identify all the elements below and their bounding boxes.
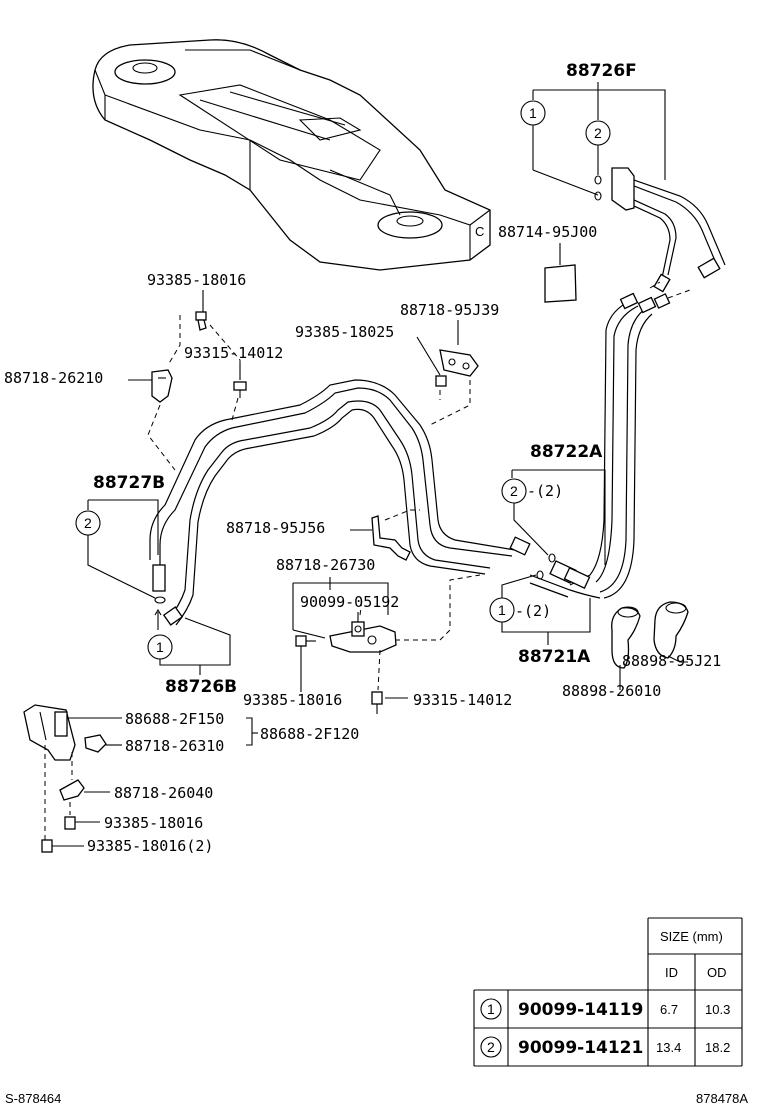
table-row-part: 90099-14119 (518, 1000, 643, 1020)
svg-text:2: 2 (594, 125, 602, 141)
bolt-93385-18016-b2 (41, 839, 53, 853)
ref-circle-1-left: 1 (147, 634, 173, 660)
bolt-93385-18016-mid (295, 635, 316, 647)
label-93315-14012-top: 93315-14012 (184, 344, 283, 362)
label-93385-18016-b2: 93385-18016(2) (87, 837, 213, 855)
label-93315-14012-bot: 93315-14012 (413, 691, 512, 709)
clamp-88718-26210 (151, 369, 173, 403)
footer-left-code: S-878464 (5, 1091, 61, 1106)
clamp-88718-26730 (329, 621, 397, 653)
table-row-od: 18.2 (705, 1040, 730, 1055)
label-88718-26040: 88718-26040 (114, 784, 213, 802)
ref-circle-2-mid: 2 (501, 478, 527, 504)
label-88718-26210: 88718-26210 (4, 369, 103, 387)
label-93385-18016-mid: 93385-18016 (243, 691, 342, 709)
label-88688-2F150: 88688-2F150 (125, 710, 224, 728)
table-row-ref: 1 (487, 1001, 495, 1017)
clamp-88718-95J39 (439, 349, 479, 377)
label-88718-95J56: 88718-95J56 (226, 519, 325, 537)
fuel-tank: C (92, 39, 491, 271)
label-88726F: 88726F (566, 61, 637, 81)
fuel-pipes-right (569, 281, 691, 599)
label-90099-05192: 90099-05192 (300, 593, 399, 611)
label-88898-26010: 88898-26010 (562, 682, 661, 700)
ref-circle-1-mid: 1 (489, 597, 515, 623)
label-88718-26310: 88718-26310 (125, 737, 224, 755)
qty-2-lower: -(2) (515, 602, 551, 620)
ref-circle-2-top: 2 (585, 120, 611, 146)
table-row: 1 90099-14119 6.7 10.3 (480, 998, 730, 1020)
table-row-part: 90099-14121 (518, 1038, 643, 1058)
table-col-od: OD (707, 965, 727, 980)
svg-text:1: 1 (498, 602, 506, 618)
ref-circle-2-left: 2 (75, 510, 101, 536)
connector-block (611, 167, 635, 211)
svg-text:1: 1 (529, 105, 537, 121)
label-88721A: 88721A (518, 647, 591, 667)
qty-2-upper: -(2) (527, 482, 563, 500)
clip-88718-26310 (84, 734, 107, 753)
svg-text:1: 1 (156, 639, 164, 655)
clip-88718-26040 (59, 779, 85, 801)
bracket-88688-2F150 (23, 704, 76, 761)
clamp-88718-95J56 (371, 515, 411, 561)
label-88726B: 88726B (165, 677, 237, 697)
table-col-id: ID (665, 965, 678, 980)
bolt-93385-18025 (435, 375, 447, 387)
bolt-93315-14012-bot (371, 691, 383, 714)
label-88898-95J21: 88898-95J21 (622, 652, 721, 670)
bolt-93385-18016-top (195, 311, 207, 331)
label-93385-18025: 93385-18025 (295, 323, 394, 341)
table-row-id: 13.4 (656, 1040, 681, 1055)
footer-right-code: 878478A (696, 1091, 748, 1106)
grommet-88898-95J21 (653, 601, 689, 659)
svg-text:2: 2 (510, 483, 518, 499)
table-row: 2 90099-14121 13.4 18.2 (480, 1036, 730, 1058)
label-88688-2F120: 88688-2F120 (260, 725, 359, 743)
bolt-93385-18016-b1 (64, 816, 76, 830)
label-88718-26730: 88718-26730 (276, 556, 375, 574)
table-row-ref: 2 (487, 1039, 495, 1055)
label-88722A: 88722A (530, 442, 603, 462)
label-93385-18016-top: 93385-18016 (147, 271, 246, 289)
table-row-id: 6.7 (660, 1002, 678, 1017)
bolt-93315-14012-top (233, 381, 247, 398)
label-88718-95J39: 88718-95J39 (400, 301, 499, 319)
ref-circle-1-top: 1 (520, 100, 546, 126)
pad-88714 (544, 264, 577, 303)
table-row-od: 10.3 (705, 1002, 730, 1017)
label-93385-18016-b1: 93385-18016 (104, 814, 203, 832)
tank-mark-c: C (475, 224, 484, 239)
label-88727B: 88727B (93, 473, 165, 493)
table-size-header: SIZE (mm) (660, 929, 723, 944)
fuel-pipes-main (149, 379, 531, 626)
label-88714-95J00: 88714-95J00 (498, 223, 597, 241)
svg-text:2: 2 (84, 515, 92, 531)
size-table: SIZE (mm) ID OD 1 90099-14119 6.7 10.3 2… (473, 917, 743, 1067)
